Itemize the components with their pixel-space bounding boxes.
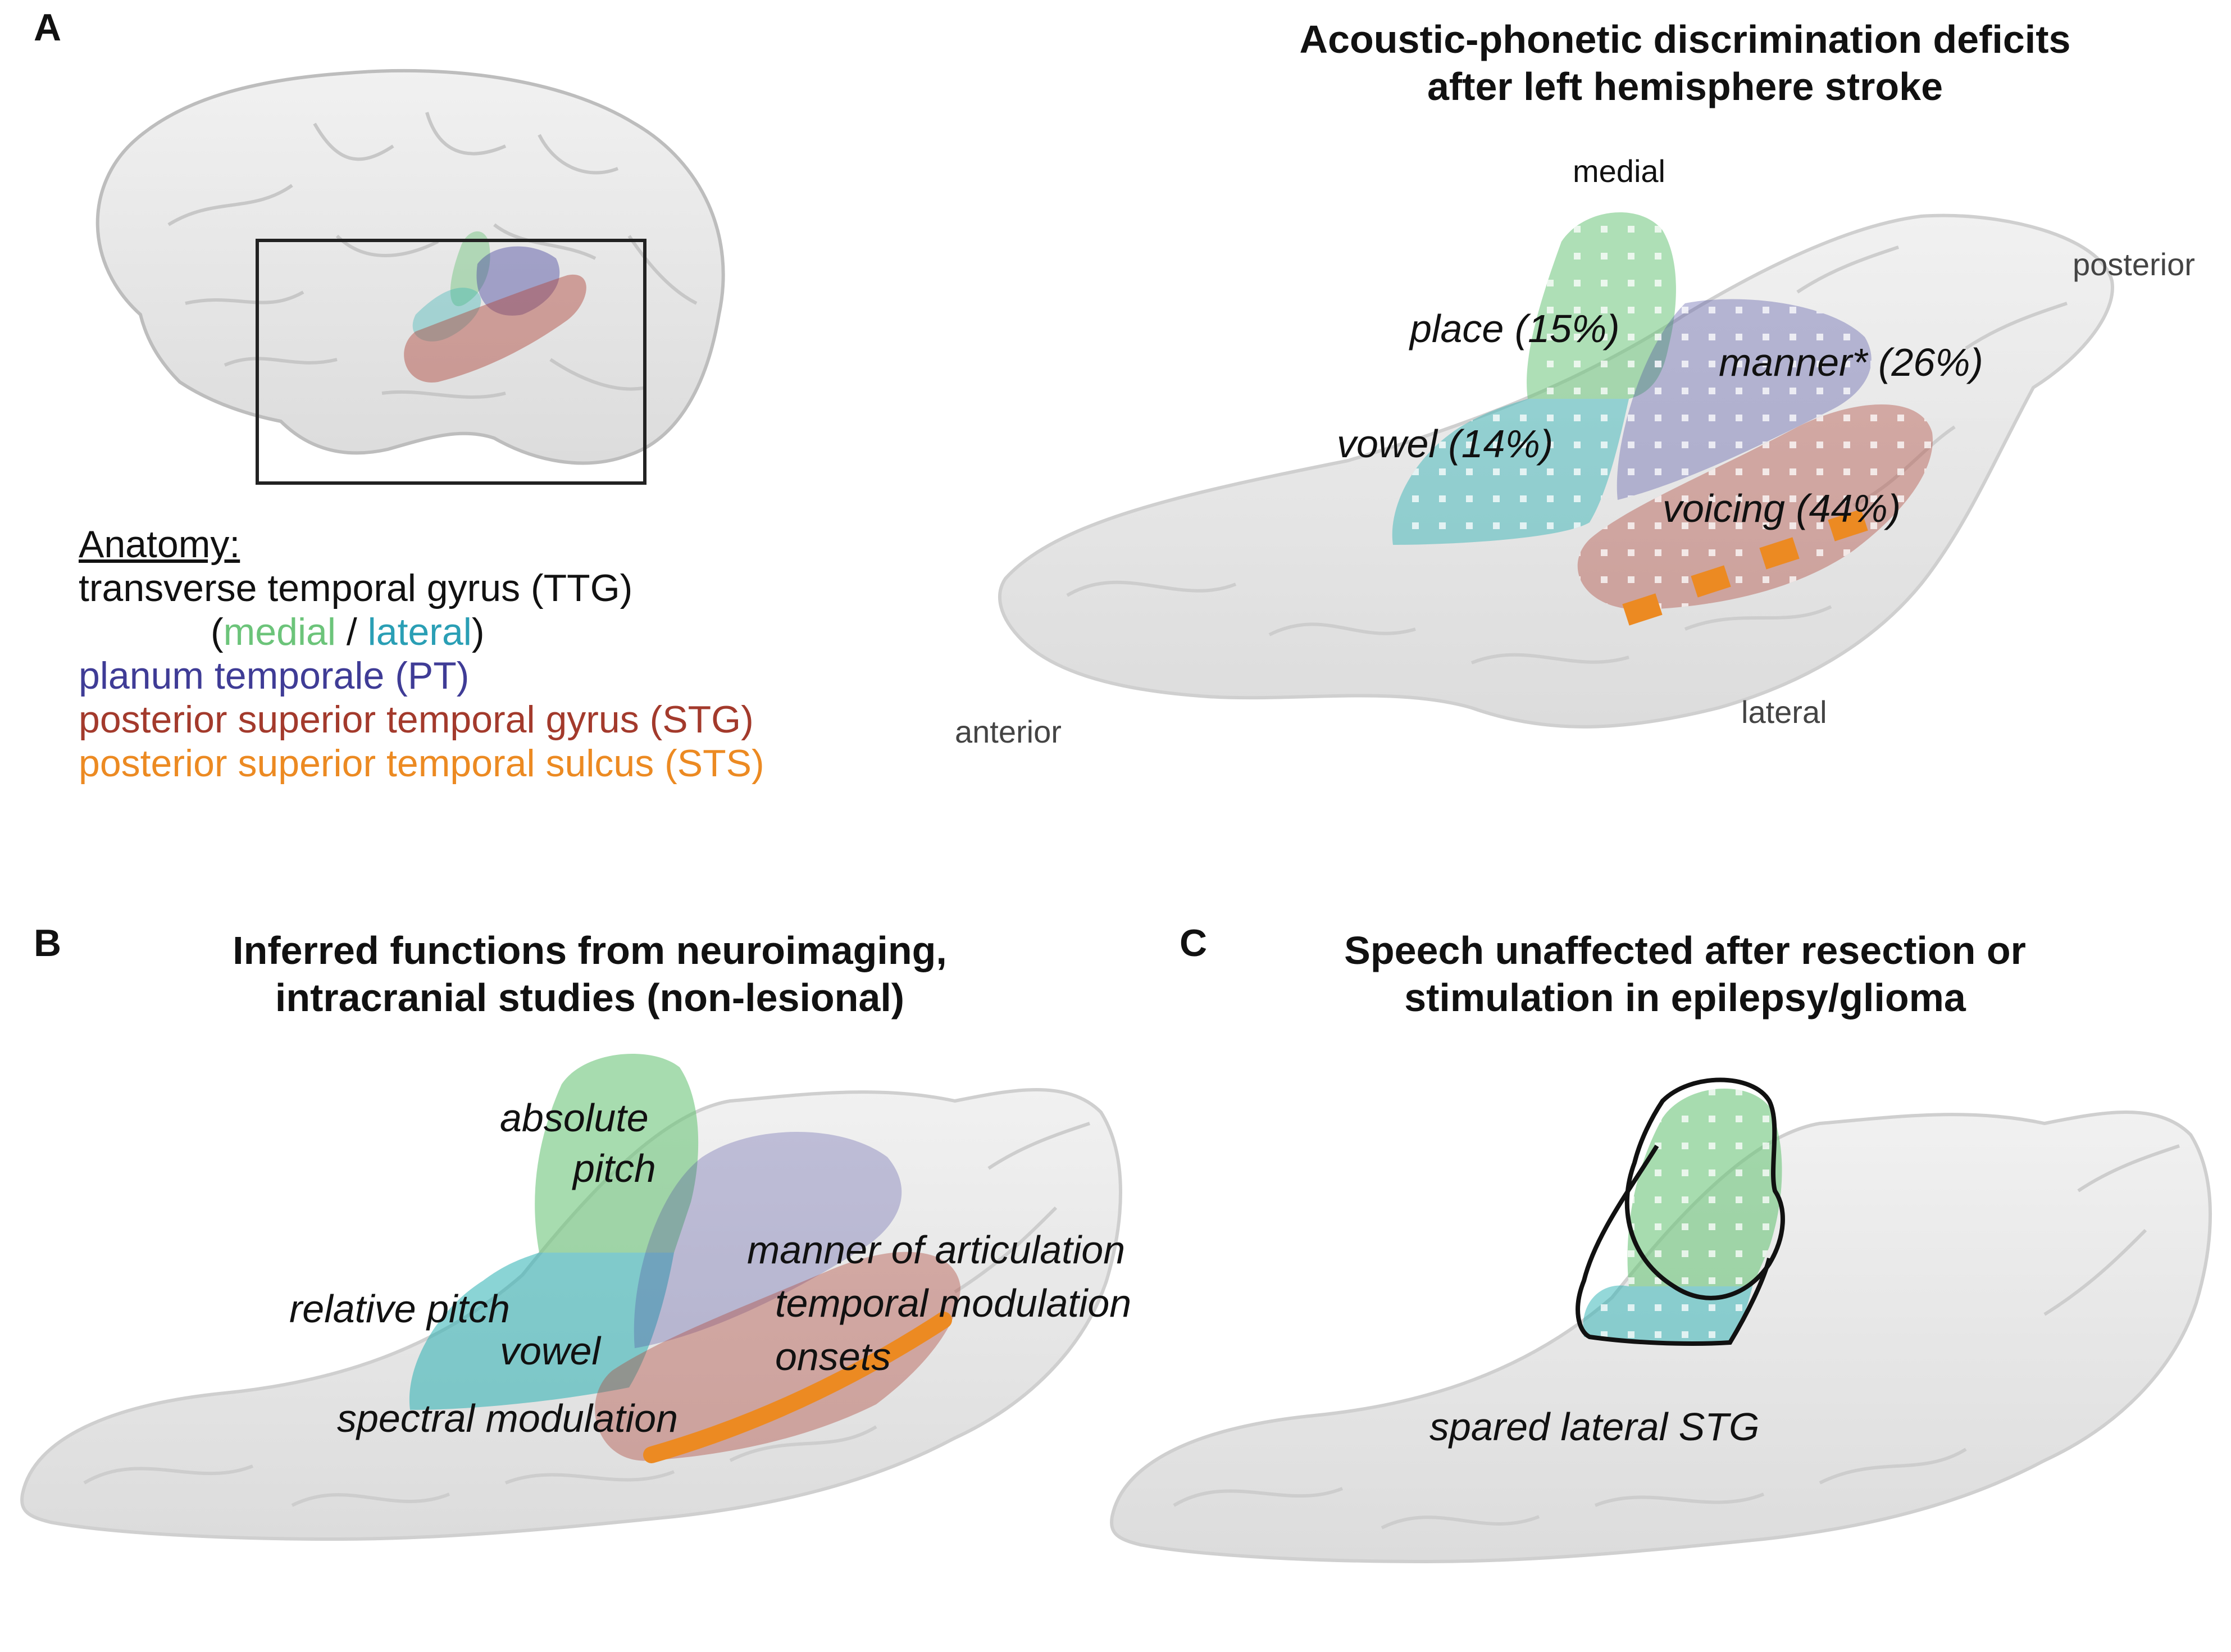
label-spectral-modulation: spectral modulation <box>337 1396 678 1440</box>
label-relative-pitch: relative pitch <box>289 1287 510 1331</box>
panel-b-letter: B <box>34 922 62 964</box>
panel-a-letter: A <box>34 6 62 49</box>
label-vowel: vowel (14%) <box>1337 422 1554 466</box>
panel-c-title-line1: Speech unaffected after resection or <box>1344 929 2026 972</box>
panel-a-title-line2: after left hemisphere stroke <box>1427 65 1943 108</box>
dir-posterior: posterior <box>2073 247 2195 282</box>
panel-c-title: Speech unaffected after resection or sti… <box>1180 927 2191 1021</box>
legend-heading: Anatomy: <box>79 523 240 566</box>
label-pitch: pitch <box>573 1146 656 1190</box>
panel-b-temporal-lobe <box>20 1054 1122 1541</box>
legend-stg: posterior superior temporal gyrus (STG) <box>79 698 754 741</box>
legend-ttg: transverse temporal gyrus (TTG) <box>79 567 633 609</box>
panel-c-title-line2: stimulation in epilepsy/glioma <box>1404 976 1966 1020</box>
sts-line <box>643 1312 952 1463</box>
panel-b-title: Inferred functions from neuroimaging, in… <box>56 927 1123 1021</box>
panel-b-title-line1: Inferred functions from neuroimaging, <box>233 929 947 972</box>
whole-brain-illustration <box>95 69 725 485</box>
label-manner: manner* (26%) <box>1719 340 1983 384</box>
label-manner-of-articulation: manner of articulation <box>747 1228 1126 1272</box>
legend-sts: posterior superior temporal sulcus (STS) <box>79 742 764 785</box>
label-vowel-b: vowel <box>500 1329 600 1373</box>
legend-ttg-subregions: (medial / lateral) <box>79 610 764 654</box>
dir-medial: medial <box>1573 153 1665 189</box>
zoom-box <box>256 239 646 485</box>
sts-dashes <box>1622 509 1868 626</box>
legend-slash: / <box>335 611 368 653</box>
label-onsets: onsets <box>775 1335 891 1378</box>
stimulation-outline <box>1576 1144 1772 1346</box>
label-absolute: absolute <box>500 1096 649 1140</box>
label-place: place (15%) <box>1410 307 1620 351</box>
panel-a-title: Acoustic-phonetic discrimination deficit… <box>1123 16 2231 110</box>
dir-anterior: anterior <box>955 714 1062 749</box>
panel-a-temporal-lobe <box>998 212 2114 729</box>
legend-paren-close: ) <box>471 611 485 653</box>
panel-c-temporal-lobe <box>1110 1077 2212 1564</box>
panel-a-title-line1: Acoustic-phonetic discrimination deficit… <box>1299 17 2071 61</box>
legend-medial: medial <box>223 611 336 653</box>
legend-pt: planum temporale (PT) <box>79 654 470 697</box>
legend-paren-open: ( <box>211 611 224 653</box>
legend-lateral: lateral <box>367 611 472 653</box>
panel-c-letter: C <box>1180 922 1208 964</box>
label-temporal-modulation: temporal modulation <box>775 1281 1132 1325</box>
anatomy-legend: Anatomy: transverse temporal gyrus (TTG)… <box>79 522 764 785</box>
label-voicing: voicing (44%) <box>1663 486 1901 530</box>
dir-lateral: lateral <box>1741 694 1827 730</box>
label-spared-lateral-stg: spared lateral STG <box>1429 1405 1760 1449</box>
panel-b-title-line2: intracranial studies (non-lesional) <box>275 976 905 1020</box>
